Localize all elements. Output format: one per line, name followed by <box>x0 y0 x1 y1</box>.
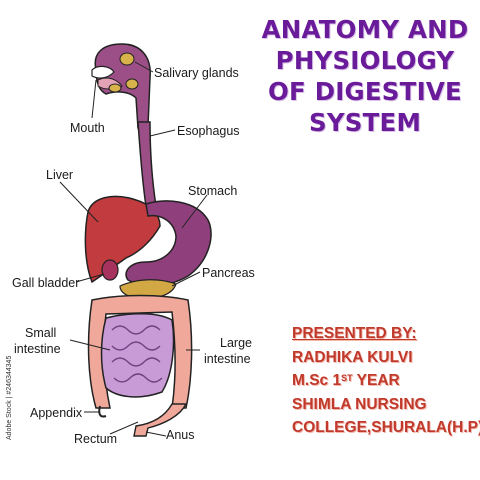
label-small-intestine-line2: intestine <box>14 342 61 356</box>
leader-liver <box>59 181 99 223</box>
rectum <box>133 403 188 437</box>
oral-opening <box>91 65 115 79</box>
title-line-1: ANATOMY AND <box>261 15 469 44</box>
label-appendix: Appendix <box>30 406 83 420</box>
presenter-name: RADHIKA KULVI <box>292 348 413 366</box>
slide-title: ANATOMY AND PHYSIOLOGY OF DIGESTIVE SYST… <box>250 14 480 138</box>
stomach <box>125 200 212 287</box>
large-intestine <box>87 294 193 409</box>
label-mouth: Mouth <box>70 121 105 135</box>
title-line-2: PHYSIOLOGY <box>275 46 455 75</box>
leader-salivary <box>134 61 154 73</box>
salivary-gland-submandibular <box>125 78 139 90</box>
label-anus: Anus <box>166 428 195 442</box>
small-intestine-coils <box>111 325 163 383</box>
leader-anus <box>145 431 167 437</box>
leader-esophagus <box>149 129 176 137</box>
leader-rectum <box>109 421 139 435</box>
label-stomach: Stomach <box>188 184 238 198</box>
label-esophagus: Esophagus <box>177 124 240 138</box>
presenter-heading: PRESENTED BY: <box>292 325 417 342</box>
leader-stomach <box>181 194 208 229</box>
esophagus <box>137 121 157 207</box>
presenter-block: PRESENTED BY: RADHIKA KULVI M.Sc 1ST YEA… <box>292 322 480 440</box>
label-large-intestine-line2: intestine <box>204 352 251 366</box>
leader-small-intestine <box>69 339 111 351</box>
label-gall-bladder: Gall bladder <box>12 276 80 290</box>
label-large-intestine-line1: Large <box>220 336 252 350</box>
appendix <box>98 405 107 418</box>
liver <box>84 195 161 284</box>
presenter-college-line2: COLLEGE,SHURALA(H.P) <box>292 419 480 436</box>
degree-superscript: ST <box>341 373 353 383</box>
label-salivary-glands: Salivary glands <box>154 66 239 80</box>
label-rectum: Rectum <box>74 432 118 446</box>
salivary-gland-parotid <box>119 52 135 66</box>
label-liver: Liver <box>46 168 74 182</box>
leader-gall-bladder <box>75 273 105 283</box>
leader-mouth <box>91 79 97 119</box>
stock-credit: Adobe Stock | #246344345 <box>6 355 13 440</box>
presenter-college-line1: SHIMLA NURSING <box>292 395 427 413</box>
label-pancreas: Pancreas <box>202 266 255 280</box>
small-intestine <box>100 312 175 398</box>
salivary-gland-sublingual <box>108 83 122 93</box>
title-line-3: OF DIGESTIVE <box>268 77 462 106</box>
degree-suffix: YEAR <box>352 372 400 389</box>
presenter-degree: M.Sc 1ST YEAR <box>292 369 480 393</box>
label-small-intestine-line1: Small <box>25 326 57 340</box>
gall-bladder <box>101 259 119 281</box>
degree-prefix: M.Sc 1 <box>292 372 342 389</box>
leader-pancreas <box>171 271 201 287</box>
title-line-4: SYSTEM <box>308 108 422 137</box>
